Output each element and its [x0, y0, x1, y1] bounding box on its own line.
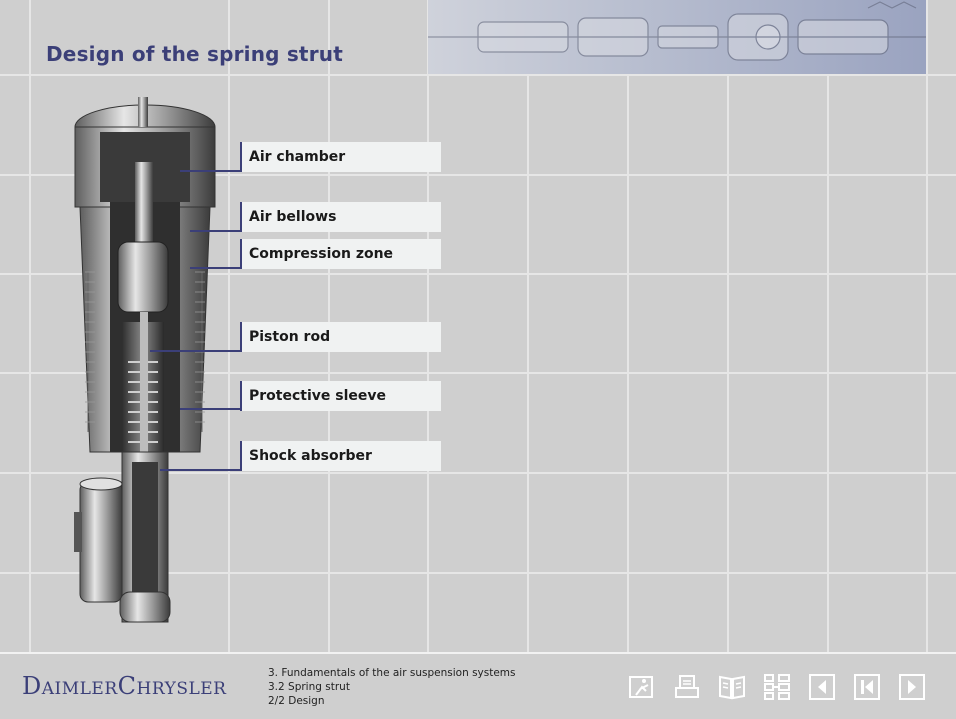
leader-line-air-chamber-vertical	[240, 142, 242, 172]
leader-line-protective-sleeve	[180, 408, 242, 410]
leader-line-protective-sleeve-vertical	[240, 381, 242, 411]
next-button[interactable]	[897, 672, 927, 702]
callout-compression-zone: Compression zone	[242, 239, 441, 269]
glossary-icon	[719, 675, 745, 700]
breadcrumb-section: 3.2 Spring strut	[268, 681, 350, 693]
callout-protective-sleeve: Protective sleeve	[242, 381, 441, 411]
glossary-button[interactable]	[717, 672, 747, 702]
leader-line-piston-rod-vertical	[240, 322, 242, 352]
callout-shock-absorber: Shock absorber	[242, 441, 441, 471]
leader-line-compression-zone-vertical	[240, 239, 242, 269]
leader-line-air-bellows-vertical	[240, 202, 242, 232]
sitemap-icon	[764, 674, 790, 700]
exit-icon	[629, 676, 653, 698]
print-icon	[675, 675, 699, 698]
callout-piston-rod: Piston rod	[242, 322, 441, 352]
previous-button[interactable]	[807, 672, 837, 702]
footer-bar: DaimlerChrysler 3. Fundamentals of the a…	[0, 652, 956, 719]
leader-line-piston-rod	[150, 350, 242, 352]
breadcrumb-chapter: 3. Fundamentals of the air suspension sy…	[268, 667, 516, 679]
header-banner-image	[428, 0, 926, 74]
daimlerchrysler-logo: DaimlerChrysler	[22, 672, 227, 700]
leader-line-compression-zone	[190, 267, 242, 269]
leader-line-shock-absorber	[160, 469, 242, 471]
print-button[interactable]	[672, 672, 702, 702]
leader-line-air-chamber	[180, 170, 242, 172]
sitemap-button[interactable]	[762, 672, 792, 702]
spring-strut-illustration	[74, 97, 216, 623]
page-title: Design of the spring strut	[46, 42, 343, 66]
breadcrumb-page: 2/2 Design	[268, 695, 325, 707]
first-page-icon	[854, 674, 880, 700]
first-page-button[interactable]	[852, 672, 882, 702]
breadcrumb: 3. Fundamentals of the air suspension sy…	[268, 666, 516, 708]
leader-line-air-bellows	[190, 230, 242, 232]
exit-button[interactable]	[627, 672, 657, 702]
callout-air-bellows: Air bellows	[242, 202, 441, 232]
leader-line-shock-absorber-vertical	[240, 441, 242, 471]
previous-icon	[809, 674, 835, 700]
callout-air-chamber: Air chamber	[242, 142, 441, 172]
next-icon	[899, 674, 925, 700]
